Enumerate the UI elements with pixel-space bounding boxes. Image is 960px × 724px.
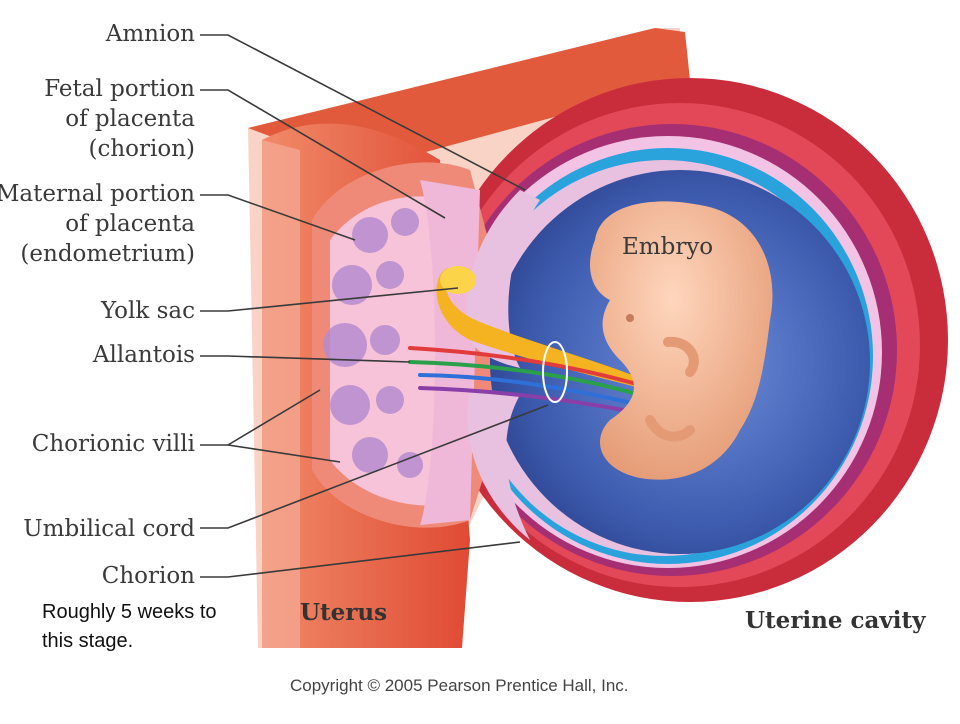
yolk-sac-label: Yolk sac — [100, 298, 195, 324]
leader-lines — [200, 34, 549, 578]
chorionic-villi-region — [312, 162, 520, 528]
chorion-label: Chorion — [101, 563, 195, 589]
umbilical-cord-label: Umbilical cord — [23, 516, 195, 542]
embryo — [590, 201, 773, 480]
chorion-fold — [466, 190, 540, 368]
umbilical-cord-ring — [542, 341, 568, 403]
copyright-text: Copyright © 2005 Pearson Prentice Hall, … — [290, 676, 629, 695]
fetal-portion-label: Fetal portion of placenta (chorion) — [44, 76, 195, 162]
embryo-label: Embryo — [622, 234, 714, 260]
stage-note: Roughly 5 weeks to this stage. — [42, 601, 217, 652]
amnion-label: Amnion — [105, 21, 195, 47]
yolk-sac — [436, 268, 640, 388]
maternal-portion-label: Maternal portion of placenta (endometriu… — [0, 181, 195, 267]
umbilical-vessels — [408, 346, 642, 415]
uterus-label: Uterus — [300, 599, 388, 626]
allantois-label: Allantois — [92, 342, 195, 368]
uterine-cavity-label: Uterine cavity — [745, 607, 926, 634]
chorionic-villi-label: Chorionic villi — [31, 431, 195, 457]
